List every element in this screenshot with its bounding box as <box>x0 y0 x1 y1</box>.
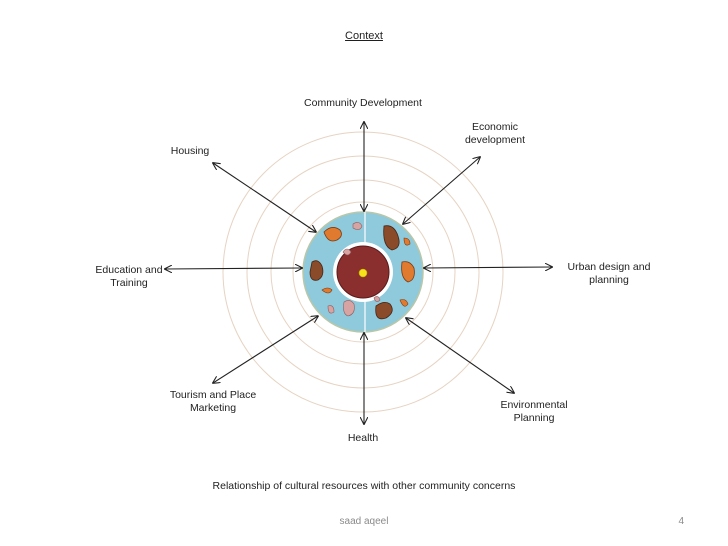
node-housing: Housing <box>170 145 210 157</box>
node-community-development: Community Development <box>304 97 422 109</box>
diagram-caption: Relationship of cultural resources with … <box>212 480 516 492</box>
node-urban-design: Urban design and planning <box>567 261 651 286</box>
node-environmental-planning: Environmental Planning <box>500 399 568 424</box>
arrow-economic <box>403 157 480 224</box>
arrow-housing <box>213 163 316 232</box>
footer-author: saad aqeel <box>339 516 389 527</box>
node-tourism-place-marketing: Tourism and Place Marketing <box>169 389 257 414</box>
slide-title: Context <box>345 30 383 42</box>
arrow-education <box>165 268 302 269</box>
page-number: 4 <box>678 516 684 527</box>
cultural-resources-cell <box>302 211 424 333</box>
node-education-training: Education and Training <box>95 264 163 289</box>
arrow-tourism <box>213 316 318 383</box>
node-economic-development: Economic development <box>464 121 526 146</box>
arrow-urban-design <box>424 267 552 268</box>
node-health: Health <box>347 432 379 444</box>
arrow-environmental <box>406 318 514 393</box>
